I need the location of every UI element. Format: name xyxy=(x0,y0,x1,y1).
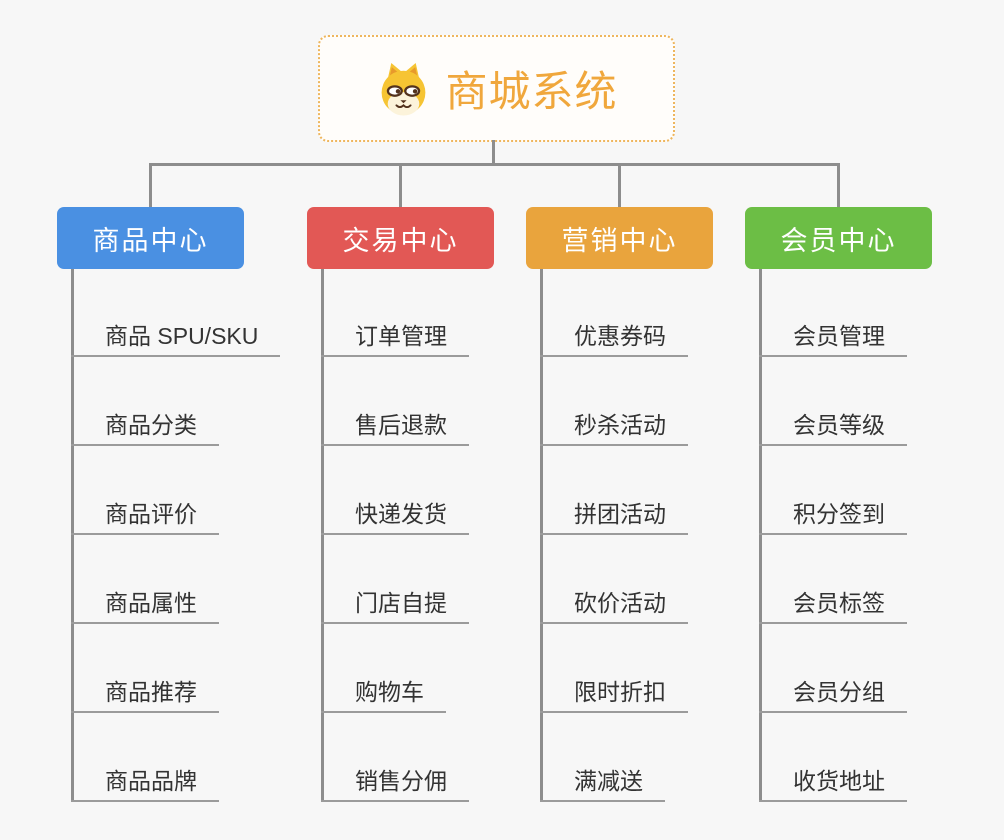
topic-item[interactable]: 商品属性 xyxy=(71,585,219,624)
topic-item[interactable]: 门店自提 xyxy=(321,585,469,624)
branch-label: 商品中心 xyxy=(92,225,209,256)
topic-item[interactable]: 限时折扣 xyxy=(540,674,688,713)
topic-item[interactable]: 砍价活动 xyxy=(540,585,688,624)
branch-label: 会员中心 xyxy=(780,225,897,256)
branch-trunk-line xyxy=(540,269,543,802)
root-connector-stub xyxy=(492,140,495,166)
branch-node-3[interactable]: 营销中心 xyxy=(526,207,713,269)
topic-item[interactable]: 会员等级 xyxy=(759,407,907,446)
topic-item[interactable]: 优惠券码 xyxy=(540,318,688,357)
branch-drop-line xyxy=(149,163,152,207)
topic-item[interactable]: 拼团活动 xyxy=(540,496,688,535)
branch-node-2[interactable]: 交易中心 xyxy=(307,207,494,269)
branch-rail-line xyxy=(149,163,840,166)
branch-trunk-line xyxy=(321,269,324,802)
topic-item[interactable]: 购物车 xyxy=(321,674,446,713)
topic-item[interactable]: 会员管理 xyxy=(759,318,907,357)
branch-drop-line xyxy=(837,163,840,207)
branch-node-4[interactable]: 会员中心 xyxy=(745,207,932,269)
topic-item[interactable]: 满减送 xyxy=(540,763,665,802)
topic-item[interactable]: 快递发货 xyxy=(321,496,469,535)
topic-item[interactable]: 商品 SPU/SKU xyxy=(71,318,281,357)
branch-drop-line xyxy=(399,163,402,207)
branch-node-1[interactable]: 商品中心 xyxy=(57,207,244,269)
root-title: 商城系统 xyxy=(445,68,618,115)
topic-item[interactable]: 会员标签 xyxy=(759,585,907,624)
branch-label: 交易中心 xyxy=(342,225,459,256)
topic-item[interactable]: 售后退款 xyxy=(321,407,469,446)
branch-label: 营销中心 xyxy=(561,225,678,256)
topic-item[interactable]: 秒杀活动 xyxy=(540,407,688,446)
topic-item[interactable]: 商品评价 xyxy=(71,496,219,535)
shiba-dog-icon xyxy=(375,60,432,117)
topic-item[interactable]: 积分签到 xyxy=(759,496,907,535)
topic-item[interactable]: 销售分佣 xyxy=(321,763,469,802)
branch-trunk-line xyxy=(759,269,762,802)
topic-item[interactable]: 收货地址 xyxy=(759,763,907,802)
topic-item[interactable]: 商品品牌 xyxy=(71,763,219,802)
root-node[interactable]: 商城系统 xyxy=(318,35,675,142)
topic-item[interactable]: 订单管理 xyxy=(321,318,469,357)
branch-drop-line xyxy=(618,163,621,207)
branch-trunk-line xyxy=(71,269,74,802)
topic-item[interactable]: 商品推荐 xyxy=(71,674,219,713)
topic-item[interactable]: 会员分组 xyxy=(759,674,907,713)
topic-item[interactable]: 商品分类 xyxy=(71,407,219,446)
